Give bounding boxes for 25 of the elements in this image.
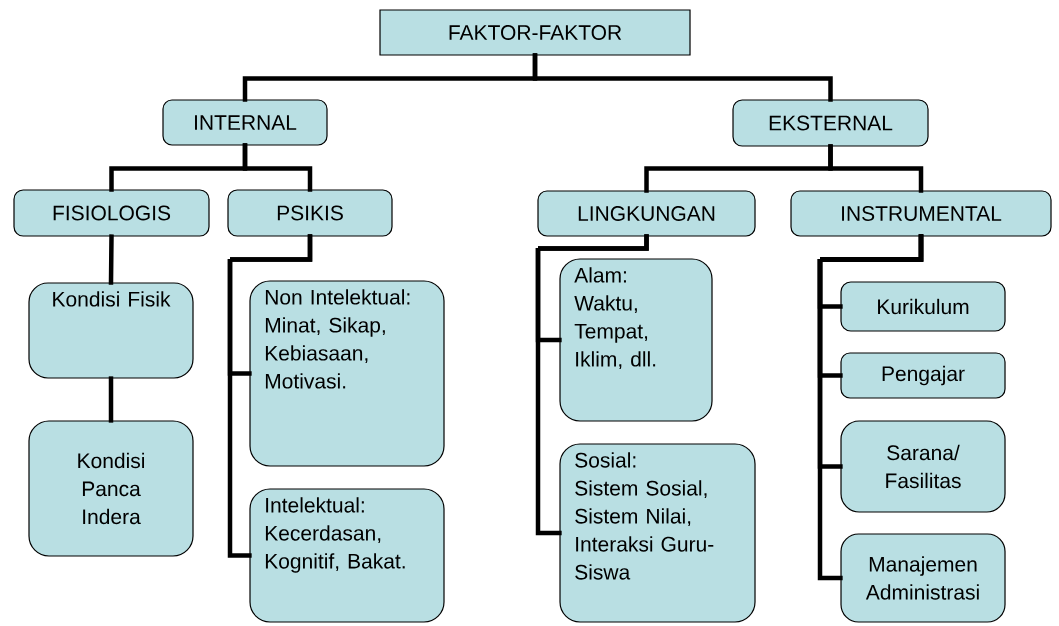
category-box: Sarana/ Fasilitas (840, 420, 1006, 513)
connector-line (242, 143, 313, 192)
title-box: FAKTOR-FAKTOR (379, 9, 691, 56)
category-box: Kondisi Panca Indera (28, 420, 194, 557)
connector-line (227, 234, 313, 558)
category-box: INTERNAL (162, 99, 328, 146)
category-box: Kurikulum (840, 281, 1006, 332)
category-box: Kondisi Fisik (28, 282, 194, 379)
connector-line (108, 376, 114, 423)
category-box: Non Intelektual: Minat, Sikap, Kebiasaan, Motivasi. (249, 280, 445, 467)
category-box: INSTRUMENTAL (790, 190, 1052, 237)
category-box: Manajemen Administrasi (840, 533, 1006, 623)
connector-line (828, 144, 924, 193)
connector-line (532, 53, 833, 102)
category-box: Intelektual: Kecerdasan, Kognitif, Bakat. (249, 488, 445, 623)
category-box: FISIOLOGIS (13, 189, 210, 237)
connector-line (535, 234, 649, 536)
connector-line (108, 234, 114, 285)
category-box: PSIKIS (227, 189, 393, 237)
category-box: Sosial: Sistem Sosial, Sistem Nilai, Interaksi Guru-Siswa (559, 443, 756, 623)
category-box: EKSTERNAL (732, 99, 929, 147)
connector-line (817, 234, 924, 581)
category-box: Alam: Waktu, Tempat, Iklim, dll. (559, 258, 713, 422)
category-box: LINGKUNGAN (537, 190, 756, 237)
category-box: Pengajar (840, 352, 1006, 399)
